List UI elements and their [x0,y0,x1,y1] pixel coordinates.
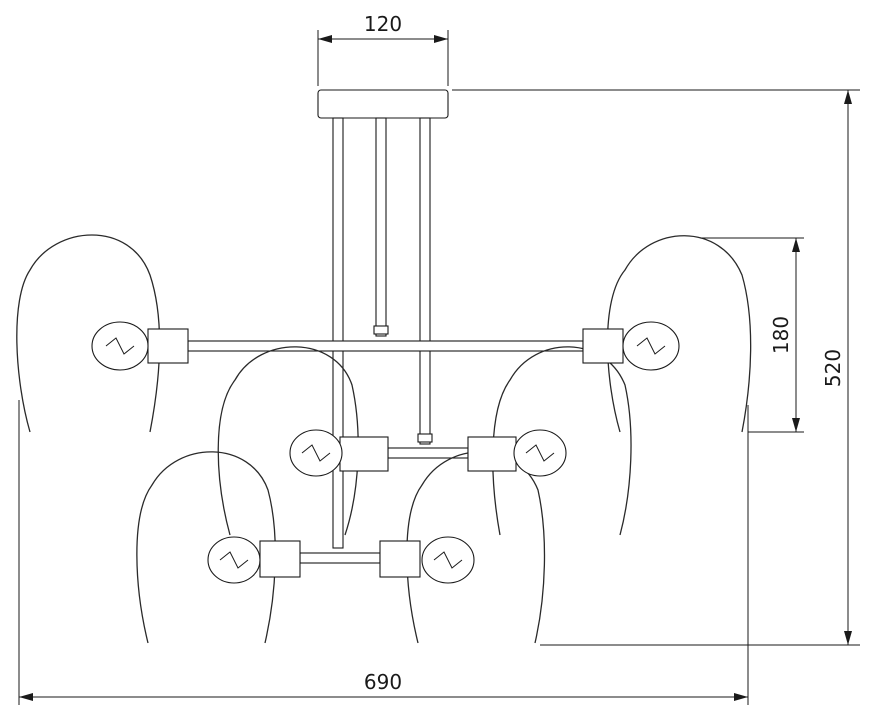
total-width-label: 690 [364,670,402,694]
upper-arm [187,340,584,352]
shade-height-label: 180 [769,316,793,354]
dimension-canopy-width: 120 [317,12,449,86]
light-bulbs [91,321,680,584]
total-height-label: 520 [821,349,845,387]
ceiling-canopy [317,89,449,119]
dimension-total-width: 690 [18,400,749,705]
sockets [147,328,624,578]
suspension-rods [332,117,433,549]
dimension-total-height: 520 [452,89,860,646]
dimension-shade-height: 180 [700,237,804,433]
lower-arm [299,552,381,564]
canopy-width-label: 120 [364,12,402,36]
